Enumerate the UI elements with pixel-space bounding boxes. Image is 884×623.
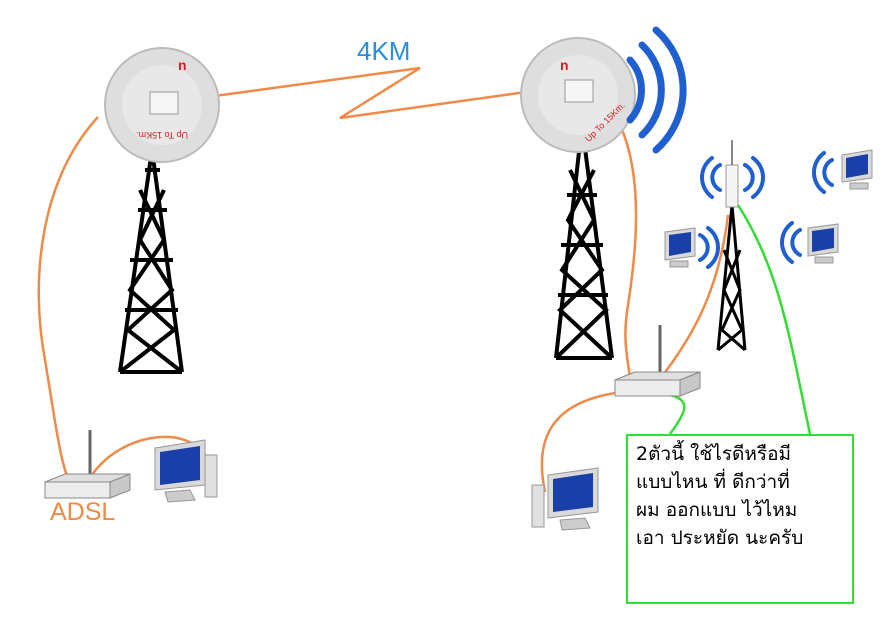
right-tower: [554, 124, 614, 360]
client-signal-icons: [698, 151, 834, 269]
link-ap-to-note: [736, 204, 812, 435]
computer-right-icon: [531, 467, 599, 531]
router-right-icon: [614, 325, 701, 397]
left-dish: Up To 15Km. n: [104, 47, 220, 163]
note-box: 2ตัวนี้ ใช้ไรดีหรือมี แบบไหน ที่ ดีกว่าท…: [626, 434, 854, 604]
computer-left-icon: [154, 439, 218, 503]
router-left-icon: [44, 430, 131, 499]
access-point-tower: [716, 204, 747, 352]
right-dish-brand: n: [560, 57, 569, 73]
right-dish: Up To 15Km. n: [520, 37, 636, 153]
cable-router-to-pc-right: [540, 390, 623, 493]
client-left-icon: [664, 227, 696, 268]
signal-waves-icon: [626, 26, 687, 154]
cable-right-dish-to-router: [618, 124, 638, 379]
link-4km: [184, 66, 541, 120]
adsl-label: ADSL: [50, 498, 116, 526]
client-top-right-icon: [841, 149, 873, 190]
link-router-to-note: [668, 393, 686, 435]
cable-left-dish-to-router: [37, 116, 99, 479]
cables: [37, 66, 730, 493]
access-point-antenna: [725, 140, 739, 208]
note-text: 2ตัวนี้ ใช้ไรดีหรือมี แบบไหน ที่ ดีกว่าท…: [636, 443, 804, 549]
cable-router-to-ap: [654, 214, 730, 386]
left-dish-text: Up To 15Km.: [136, 130, 188, 140]
client-right-icon: [807, 223, 839, 264]
distance-label: 4KM: [357, 36, 411, 66]
left-tower: [118, 149, 184, 374]
ap-signal-icon: [699, 156, 766, 199]
left-dish-brand: n: [178, 57, 187, 73]
